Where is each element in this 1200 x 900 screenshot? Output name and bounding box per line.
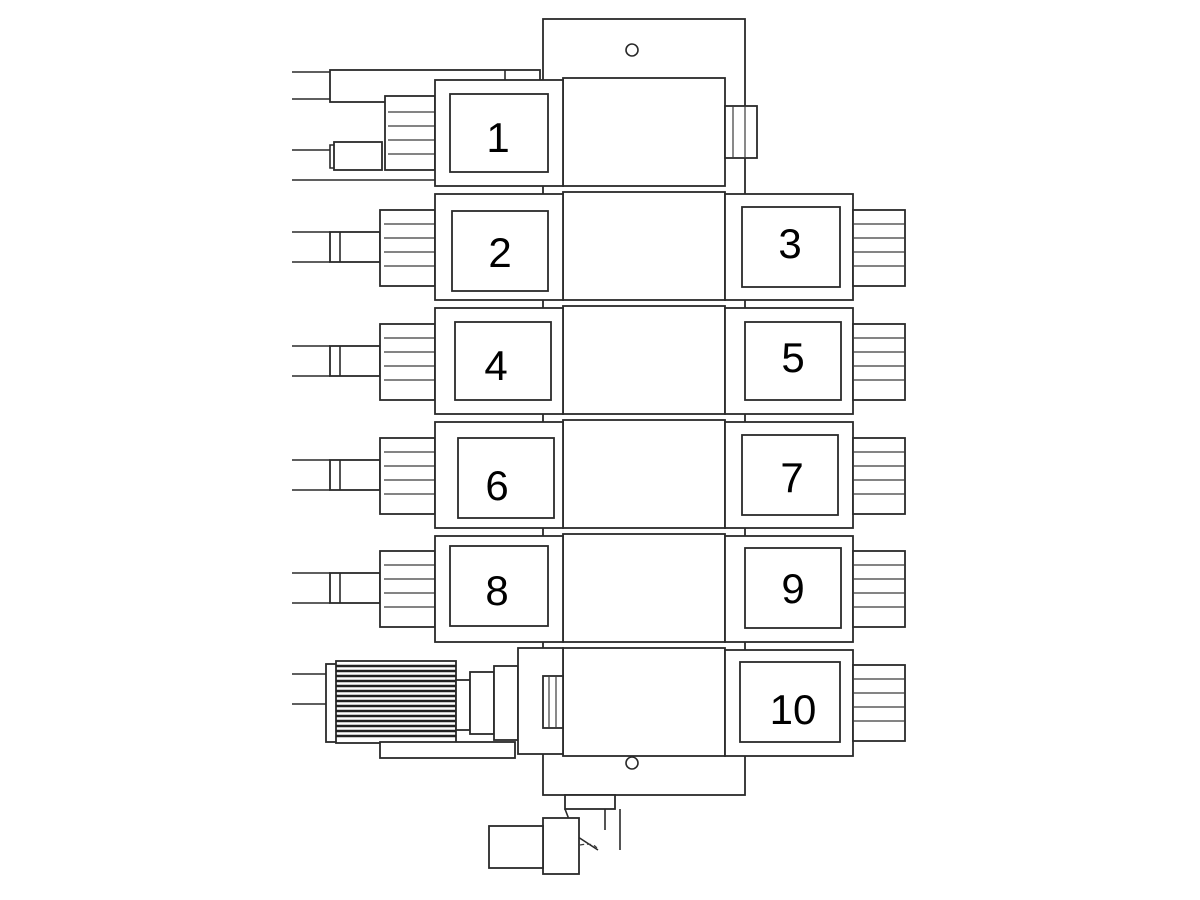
station-label: 6 bbox=[485, 462, 508, 509]
station-10-solenoid: 10 bbox=[724, 649, 906, 757]
station-6-solenoid: 6 bbox=[292, 421, 564, 529]
elbow-fitting bbox=[488, 794, 621, 875]
station-label: 7 bbox=[780, 454, 803, 501]
station-2-solenoid: 2 bbox=[292, 193, 564, 301]
station-4-solenoid: 4 bbox=[292, 307, 564, 415]
station-label: 4 bbox=[484, 342, 507, 389]
station-label: 3 bbox=[778, 220, 801, 267]
station-1-solenoid: 1 bbox=[292, 79, 564, 187]
station-5-solenoid: 5 bbox=[724, 307, 906, 415]
regulator-knob bbox=[292, 647, 564, 759]
station-9-solenoid: 9 bbox=[724, 535, 906, 643]
valve-bodies bbox=[562, 77, 726, 757]
station-3-solenoid: 3 bbox=[724, 193, 906, 301]
station-7-solenoid: 7 bbox=[724, 421, 906, 529]
station-label: 9 bbox=[781, 565, 804, 612]
station-8-solenoid: 8 bbox=[292, 535, 564, 643]
station-1-right-stub bbox=[724, 105, 758, 159]
station-label: 5 bbox=[781, 334, 804, 381]
station-label: 8 bbox=[485, 567, 508, 614]
station-label: 10 bbox=[770, 686, 817, 733]
station-label: 1 bbox=[486, 114, 509, 161]
station-label: 2 bbox=[488, 229, 511, 276]
